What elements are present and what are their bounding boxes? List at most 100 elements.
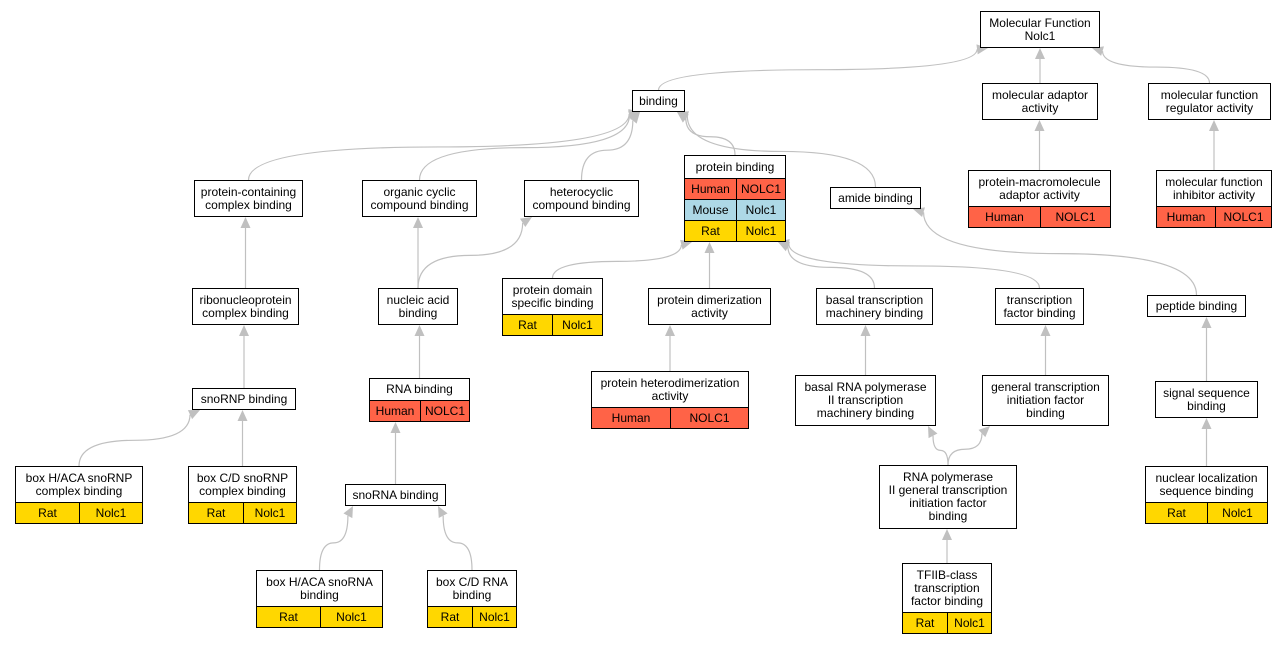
arrowhead xyxy=(629,112,640,124)
organism-label: Rat xyxy=(903,613,948,633)
arrowhead xyxy=(928,426,938,439)
arrowhead xyxy=(1035,48,1045,59)
gene-label: Nolc1 xyxy=(479,610,510,624)
arrowhead xyxy=(665,325,675,336)
node-brnap-binding[interactable]: basal RNA polymerase II transcription ma… xyxy=(795,375,936,426)
node-tf-binding[interactable]: transcription factor binding xyxy=(995,288,1084,325)
node-pdimer[interactable]: protein dimerization activity xyxy=(648,288,771,325)
node-label: amide binding xyxy=(838,190,913,205)
organism-label: Rat xyxy=(503,315,553,335)
node-label: box C/D RNA binding xyxy=(435,574,509,602)
edge-haca_rna-to-snorna_binding xyxy=(318,515,349,571)
node-label: nuclear localization sequence binding xyxy=(1155,470,1258,498)
edge-tf_binding-to-prot_binding xyxy=(788,243,1041,289)
arrowhead xyxy=(1092,46,1104,56)
node-mol-adaptor[interactable]: molecular adaptor activity xyxy=(982,83,1098,120)
arrowhead xyxy=(1209,120,1219,131)
node-tfiib-binding[interactable]: TFIIB-class transcription factor binding… xyxy=(902,563,992,634)
arrowhead xyxy=(978,426,990,438)
edge-occ_binding-to-binding xyxy=(418,115,631,181)
node-label: signal sequence binding xyxy=(1163,385,1250,413)
edge-pds_binding-to-prot_binding xyxy=(551,244,682,279)
arrowhead xyxy=(704,242,715,253)
node-ss-binding[interactable]: signal sequence binding xyxy=(1155,381,1258,418)
node-label: RNA binding xyxy=(386,382,453,396)
arrowhead xyxy=(438,506,448,519)
organism-label: Rat xyxy=(1146,503,1208,523)
species-row: Rat Nolc1 xyxy=(503,314,602,335)
species-row: Human NOLC1 xyxy=(1157,206,1271,227)
species-row: Rat Nolc1 xyxy=(257,606,382,627)
arrowhead xyxy=(860,325,871,336)
arrowhead xyxy=(390,422,401,433)
gene-label: Nolc1 xyxy=(336,610,367,624)
node-rnap2-gtif[interactable]: RNA polymerase II general transcription … xyxy=(879,465,1017,529)
gene-label: NOLC1 xyxy=(424,404,465,418)
organism-label: Mouse xyxy=(685,200,737,220)
node-snornp-binding[interactable]: snoRNP binding xyxy=(192,388,296,410)
gene-label: Nolc1 xyxy=(562,318,593,332)
arrowhead xyxy=(1034,120,1045,131)
node-rnp-binding[interactable]: ribonucleoprotein complex binding xyxy=(192,288,299,325)
arrowhead xyxy=(976,44,988,55)
arrowhead xyxy=(237,410,248,421)
node-pcc-binding[interactable]: protein-containing complex binding xyxy=(194,180,303,217)
node-btm-binding[interactable]: basal transcription machinery binding xyxy=(816,288,933,325)
node-label: box H/ACA snoRNP complex binding xyxy=(25,470,133,498)
arrowhead xyxy=(1201,418,1212,429)
gene-label: Nolc1 xyxy=(254,506,286,520)
node-binding[interactable]: binding xyxy=(632,90,685,112)
arrowhead xyxy=(239,325,249,336)
organism-label: Human xyxy=(969,207,1041,227)
node-amide-binding[interactable]: amide binding xyxy=(830,187,921,209)
node-gtif-binding[interactable]: general transcription initiation factor … xyxy=(982,375,1109,426)
node-label: snoRNA binding xyxy=(352,487,439,502)
node-label: binding xyxy=(639,93,678,108)
organism-label: Rat xyxy=(257,607,321,627)
node-mf[interactable]: Molecular Function Nolc1 xyxy=(980,11,1100,48)
node-hc-binding[interactable]: heterocyclic compound binding xyxy=(524,180,639,217)
node-na-binding[interactable]: nucleic acid binding xyxy=(378,288,458,325)
edge-pep_binding-to-amide_binding xyxy=(922,212,1198,296)
node-label: box H/ACA snoRNA binding xyxy=(266,574,373,602)
edge-rnap2_gtif-to-brnap_binding xyxy=(932,435,949,466)
gene-label: Nolc1 xyxy=(745,224,777,238)
gene-label: NOLC1 xyxy=(1223,210,1264,224)
species-row: Human NOLC1 xyxy=(969,206,1110,227)
node-label: ribonucleoprotein complex binding xyxy=(199,292,292,320)
node-occ-binding[interactable]: organic cyclic compound binding xyxy=(362,180,477,217)
edge-binding-to-mf xyxy=(657,49,978,91)
node-snorna-binding[interactable]: snoRNA binding xyxy=(345,484,446,506)
arrowhead xyxy=(414,325,425,336)
organism-label: Human xyxy=(1157,207,1216,227)
species-row: Rat Nolc1 xyxy=(685,220,785,241)
organism-label: Human xyxy=(592,408,671,428)
arrowhead xyxy=(187,410,200,420)
edge-hc_binding-to-binding xyxy=(580,120,634,181)
organism-label: Rat xyxy=(685,221,737,241)
node-pep-binding[interactable]: peptide binding xyxy=(1147,295,1246,317)
node-label: snoRNP binding xyxy=(200,391,288,406)
gene-label: Nolc1 xyxy=(1222,506,1253,520)
edge-pcc_binding-to-binding xyxy=(247,113,630,181)
edge-prot_binding-to-binding xyxy=(685,118,736,156)
gene-label: NOLC1 xyxy=(1055,210,1096,224)
node-mf-reg[interactable]: molecular function regulator activity xyxy=(1148,83,1271,120)
node-label: TFIIB-class transcription factor binding xyxy=(910,567,984,608)
